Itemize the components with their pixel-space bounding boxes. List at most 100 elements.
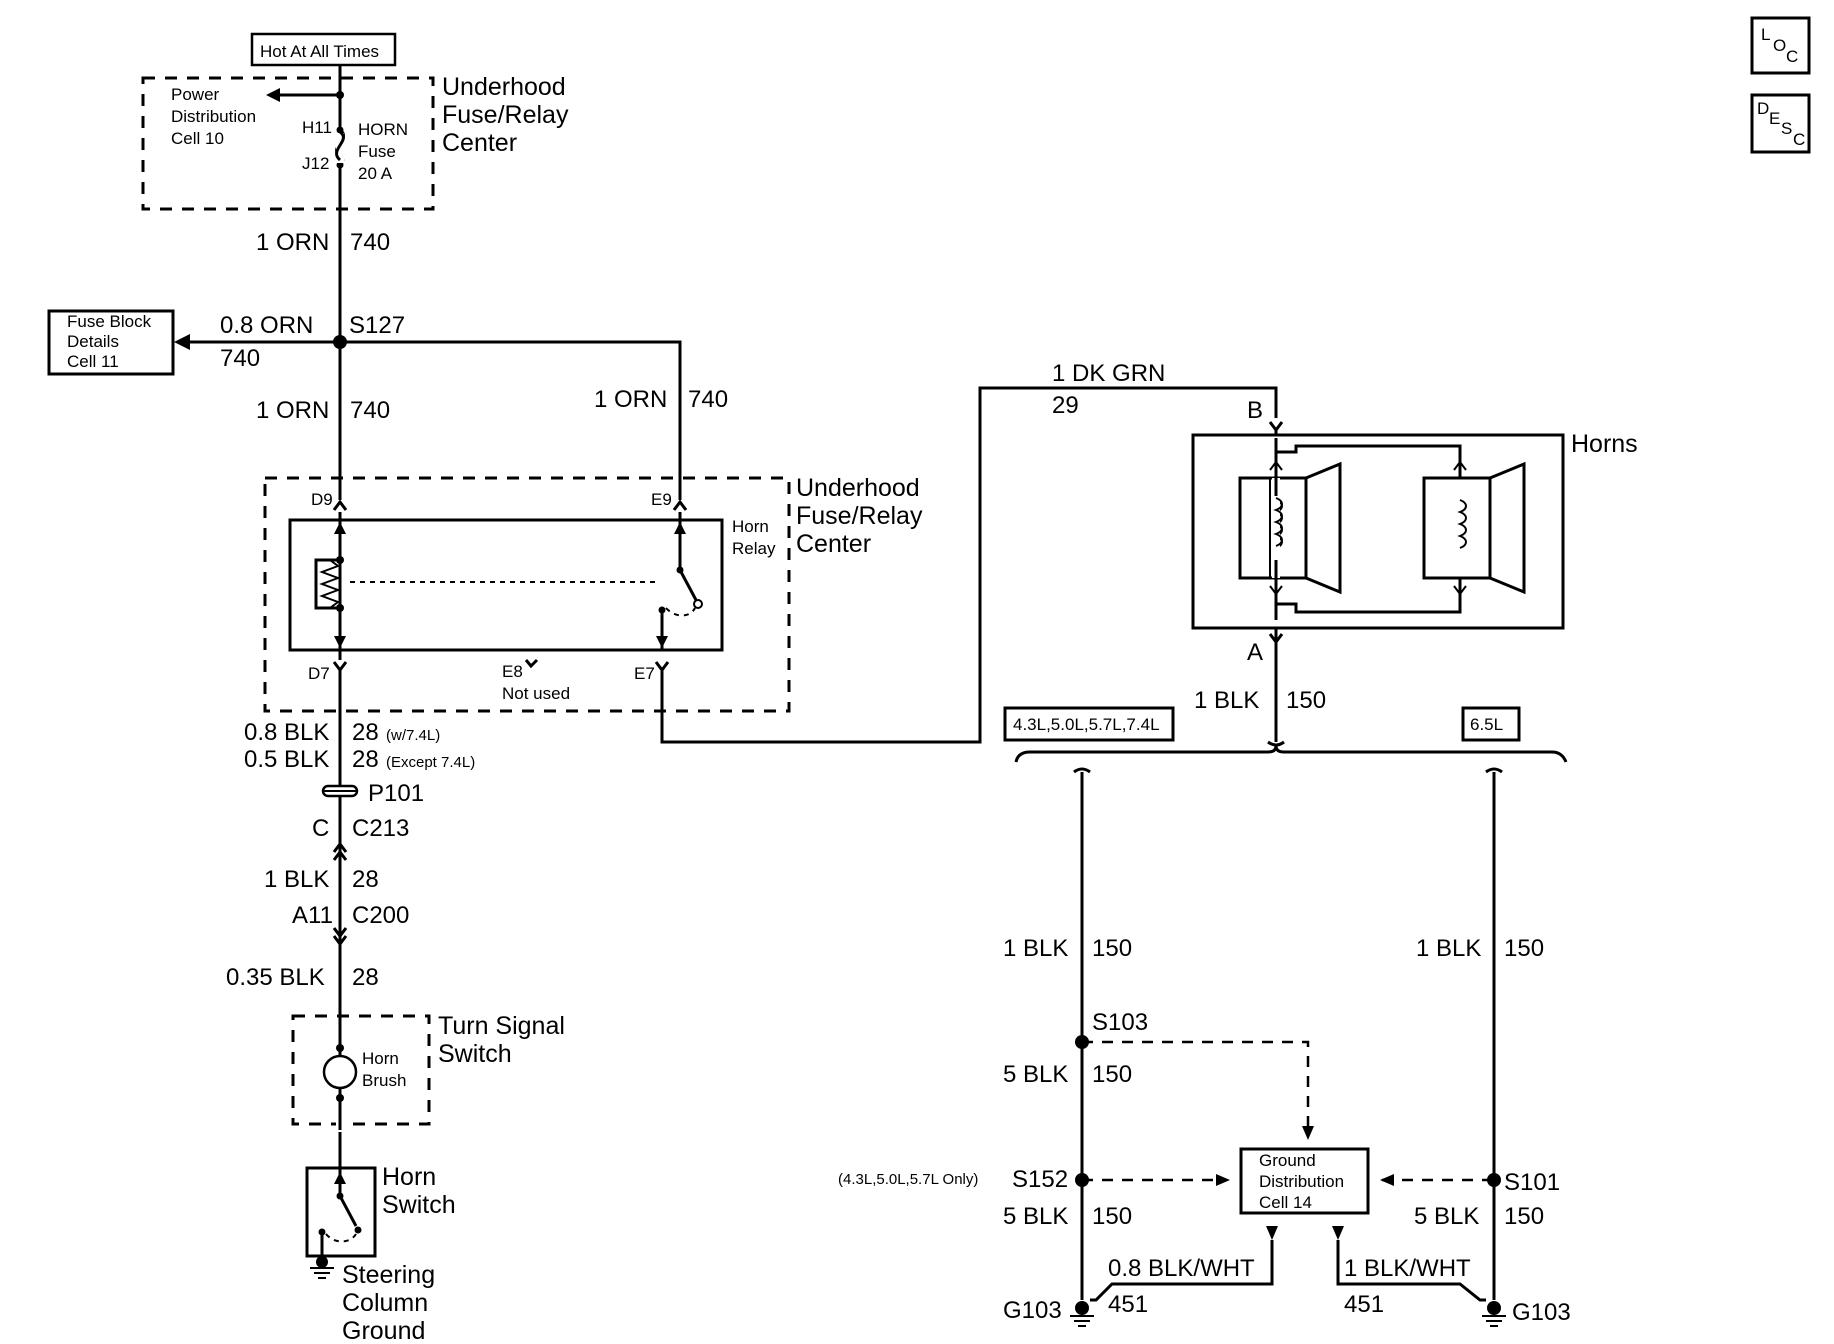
svg-text:B: B (1247, 397, 1263, 424)
underhood-fuse-relay-center-top (141, 76, 435, 211)
svg-text:(Except 7.4L): (Except 7.4L) (386, 754, 475, 771)
power-distribution-link[interactable]: Power (171, 85, 220, 104)
svg-text:G103: G103 (1003, 1297, 1062, 1324)
svg-text:Horn: Horn (732, 517, 769, 536)
svg-text:0.5 BLK: 0.5 BLK (244, 746, 329, 773)
svg-text:Column: Column (342, 1289, 428, 1317)
horn-brush-icon (322, 1054, 358, 1090)
svg-text:Ground: Ground (1259, 1151, 1316, 1170)
svg-text:Center: Center (442, 129, 517, 157)
svg-text:Fuse/Relay: Fuse/Relay (442, 101, 569, 129)
svg-text:C: C (1793, 130, 1805, 149)
arrow-left-icon (266, 88, 280, 102)
connector-d9 (332, 499, 348, 511)
svg-text:J12: J12 (302, 154, 329, 173)
connector-c200 (332, 927, 348, 939)
svg-text:C: C (1786, 47, 1798, 66)
svg-text:5 BLK: 5 BLK (1003, 1203, 1068, 1230)
arrow-left-icon (174, 334, 190, 350)
svg-text:0.8 ORN: 0.8 ORN (220, 312, 313, 339)
svg-text:Horn: Horn (362, 1049, 399, 1068)
svg-text:E8: E8 (502, 662, 523, 681)
svg-text:29: 29 (1052, 392, 1079, 419)
svg-text:20 A: 20 A (358, 164, 393, 183)
svg-text:740: 740 (688, 386, 728, 413)
svg-text:E9: E9 (651, 490, 672, 509)
svg-text:Horns: Horns (1571, 430, 1638, 458)
svg-text:O: O (1773, 36, 1786, 55)
connector-e7 (654, 661, 670, 673)
svg-text:4.3L,5.0L,5.7L,7.4L: 4.3L,5.0L,5.7L,7.4L (1013, 715, 1160, 734)
svg-text:Cell 14: Cell 14 (1259, 1193, 1312, 1212)
svg-text:D: D (1757, 99, 1769, 118)
svg-text:1 ORN: 1 ORN (256, 397, 329, 424)
svg-text:S: S (1781, 119, 1792, 138)
svg-text:Distribution[interactable]: Distribution (171, 107, 256, 126)
svg-text:Fuse Block: Fuse Block (67, 312, 152, 331)
svg-text:S101: S101 (1504, 1169, 1560, 1196)
hot-at-all-times-label: Hot At All Times (250, 32, 397, 67)
relay-switch-icon (678, 569, 698, 601)
wire-to-horns (660, 386, 1278, 744)
svg-text:150: 150 (1092, 1061, 1132, 1088)
svg-text:150: 150 (1504, 1203, 1544, 1230)
svg-text:D7: D7 (308, 664, 330, 683)
svg-text:451: 451 (1344, 1291, 1384, 1318)
ground-icon (1482, 1301, 1506, 1327)
svg-text:1 BLK: 1 BLK (1194, 687, 1259, 714)
ground-distribution-link[interactable]: Ground Distribution Cell 14 (1239, 1147, 1370, 1215)
connector-c213 (332, 841, 348, 853)
svg-text:Details: Details (67, 332, 119, 351)
svg-text:740: 740 (220, 345, 260, 372)
switch-contact-icon (338, 1195, 358, 1227)
svg-text:P101: P101 (368, 780, 424, 807)
svg-text:740: 740 (350, 397, 390, 424)
svg-text:Center: Center (796, 530, 871, 558)
svg-text:451: 451 (1108, 1291, 1148, 1318)
svg-text:0.35 BLK: 0.35 BLK (226, 964, 325, 991)
loc-button[interactable]: L O C (1750, 16, 1811, 75)
svg-text:Hot At All Times: Hot At All Times (260, 42, 379, 61)
svg-text:740: 740 (350, 229, 390, 256)
engine-option-b (1461, 706, 1521, 742)
svg-text:Horn: Horn (382, 1163, 436, 1191)
svg-text:S103: S103 (1092, 1009, 1148, 1036)
svg-text:28: 28 (352, 866, 379, 893)
svg-text:A11: A11 (292, 902, 333, 929)
connector-e9 (672, 499, 688, 511)
svg-text:Brush: Brush (362, 1071, 406, 1090)
ground-icon (1070, 1301, 1094, 1327)
svg-text:1 BLK: 1 BLK (1416, 935, 1481, 962)
svg-text:0.8 BLK: 0.8 BLK (244, 719, 329, 746)
fuse-block-details-link[interactable]: Fuse Block Details Cell 11 (47, 309, 175, 376)
underhood-top-label: Underhood (442, 73, 566, 101)
engine-option-bracket (1014, 745, 1568, 763)
svg-text:Relay: Relay (732, 539, 776, 558)
horn-right-icon (1422, 460, 1526, 596)
underhood-fuse-relay-center-mid (263, 476, 791, 713)
svg-text:150: 150 (1286, 687, 1326, 714)
svg-text:150: 150 (1092, 935, 1132, 962)
svg-text:E: E (1769, 109, 1780, 128)
horn-relay (288, 518, 724, 652)
turn-signal-switch (291, 1014, 431, 1126)
svg-text:1 DK GRN: 1 DK GRN (1052, 360, 1165, 387)
connector-e8 (524, 658, 539, 669)
svg-text:A: A (1247, 639, 1263, 666)
svg-text:C213: C213 (352, 815, 409, 842)
svg-text:D9: D9 (311, 490, 333, 509)
svg-text:HORN: HORN (358, 120, 408, 139)
desc-button[interactable]: D E S C (1750, 93, 1811, 154)
connector-b (1268, 421, 1284, 433)
svg-text:5 BLK: 5 BLK (1003, 1061, 1068, 1088)
svg-text:Ground: Ground (342, 1317, 425, 1344)
svg-text:Switch: Switch (382, 1191, 456, 1219)
connector-d7 (332, 661, 348, 673)
svg-text:L: L (1761, 25, 1770, 44)
svg-text:S152: S152 (1012, 1166, 1068, 1193)
svg-text:6.5L: 6.5L (1470, 715, 1503, 734)
svg-text:1 BLK/WHT: 1 BLK/WHT (1344, 1255, 1471, 1282)
svg-text:Cell 10[interactable]: Cell 10 (171, 129, 224, 148)
svg-text:Not used: Not used (502, 684, 570, 703)
